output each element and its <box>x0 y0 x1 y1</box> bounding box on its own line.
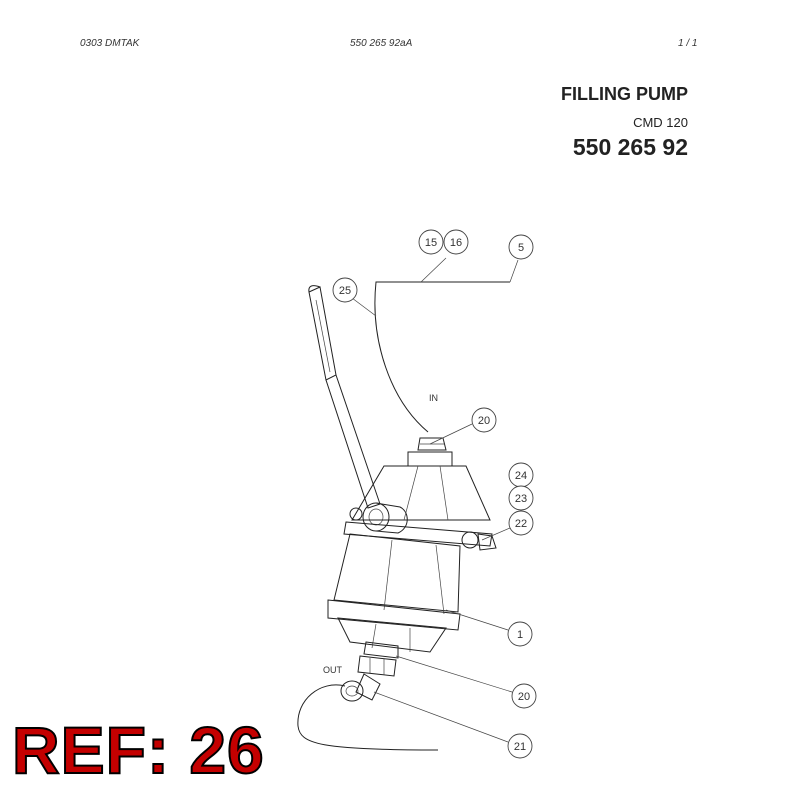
callout-21: 21 <box>507 733 533 759</box>
leader-line <box>373 691 509 743</box>
part-number: 550 265 92 <box>572 134 688 160</box>
callout-25: 25 <box>332 277 358 303</box>
reference-label: REF: 26 <box>11 712 265 788</box>
leader-line <box>395 655 513 693</box>
leader-line <box>509 259 519 283</box>
svg-text:23: 23 <box>515 493 527 505</box>
callout-20-bottom: 20 <box>511 683 537 709</box>
leader-line <box>429 423 473 445</box>
outlet-hose <box>297 684 439 751</box>
inlet-label: IN <box>429 393 438 403</box>
svg-text:20: 20 <box>478 415 490 427</box>
callout-23: 23 <box>508 485 534 511</box>
outlet-label: OUT <box>323 665 343 675</box>
leader-line <box>445 609 509 631</box>
callout-24: 24 <box>508 462 534 488</box>
callout-22: 22 <box>508 510 534 536</box>
callout-1: 1 <box>507 621 533 647</box>
callout-20-top: 20 <box>471 407 497 433</box>
svg-text:21: 21 <box>514 741 526 753</box>
leader-line <box>420 257 447 283</box>
callout-5: 5 <box>508 234 534 260</box>
pump-cylinder <box>327 533 461 653</box>
svg-text:15: 15 <box>425 237 437 249</box>
drawing-title: FILLING PUMP <box>561 84 688 104</box>
svg-text:22: 22 <box>515 518 527 530</box>
svg-text:25: 25 <box>339 285 351 297</box>
callout-16: 16 <box>443 229 469 255</box>
svg-text:5: 5 <box>518 242 524 254</box>
header-doc-code: 0303 DMTAK <box>80 38 140 49</box>
svg-text:1: 1 <box>517 629 523 641</box>
inlet-fitting <box>407 437 453 467</box>
outlet-fitting <box>340 641 399 702</box>
title-block: FILLING PUMP CMD 120 550 265 92 <box>561 84 688 161</box>
inlet-hose <box>374 281 510 433</box>
pump-handle <box>308 285 408 534</box>
header-drawing-number: 550 265 92aA <box>350 38 413 49</box>
svg-text:24: 24 <box>515 470 527 482</box>
header-page-number: 1 / 1 <box>678 38 698 49</box>
model-number: CMD 120 <box>633 115 688 130</box>
pump-upper-body <box>343 465 497 551</box>
svg-text:20: 20 <box>518 691 530 703</box>
callout-15: 15 <box>418 229 444 255</box>
svg-text:16: 16 <box>450 237 462 249</box>
leader-line <box>481 527 511 541</box>
leader-line <box>351 297 377 317</box>
